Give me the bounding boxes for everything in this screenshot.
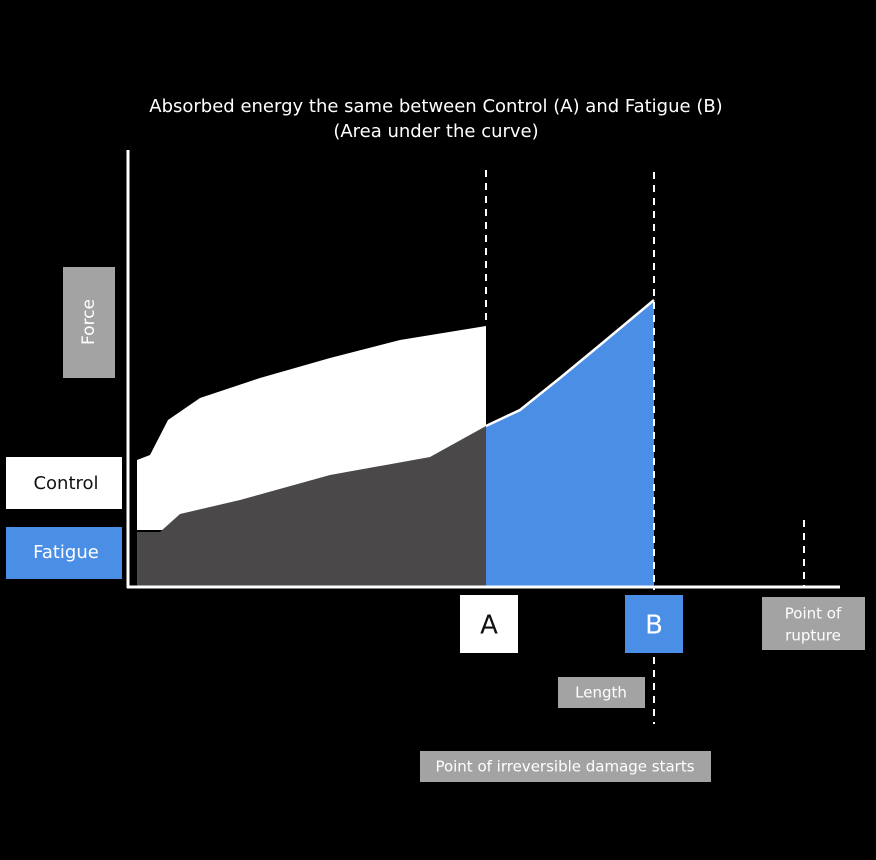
rupture-label-line2: rupture xyxy=(785,627,841,645)
y-axis-label-box xyxy=(63,267,115,378)
legend-fatigue-label: Fatigue xyxy=(33,542,99,563)
diagram-title-line2: (Area under the curve) xyxy=(333,121,538,142)
diagram-title-line1: Absorbed energy the same between Control… xyxy=(149,96,722,117)
fatigue-overlap-area xyxy=(137,426,486,586)
legend-control-box xyxy=(6,457,122,509)
x-axis-label: Length xyxy=(575,684,627,702)
legend-fatigue-box xyxy=(6,527,122,579)
marker-a-label: A xyxy=(480,611,498,641)
y-axis-label: Force xyxy=(79,299,99,345)
fatigue-area xyxy=(486,300,654,586)
damage-label: Point of irreversible damage starts xyxy=(435,758,694,776)
x-axis-label-box xyxy=(558,677,645,708)
rupture-label-box xyxy=(762,597,865,650)
marker-b-label: B xyxy=(645,611,663,641)
rupture-label-line1: Point of xyxy=(785,605,842,623)
damage-label-box xyxy=(420,751,711,782)
marker-b-box xyxy=(625,595,683,653)
legend-control-label: Control xyxy=(33,473,98,494)
marker-a-box xyxy=(460,595,518,653)
fatigue-curve-edge xyxy=(485,299,655,428)
